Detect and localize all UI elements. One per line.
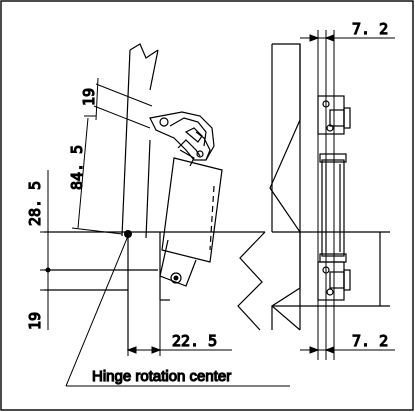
dim-arm-height <box>93 77 153 129</box>
hinge-body <box>159 149 223 287</box>
dim-center-offset <box>126 300 232 356</box>
mounting-screw <box>170 272 182 284</box>
hinge-plate-upper <box>317 95 351 135</box>
door-panel <box>121 43 159 239</box>
rotation-center-point <box>124 230 132 238</box>
caption-leader <box>65 235 290 387</box>
label-arm-length: 84. 5 <box>68 145 86 190</box>
dim-arm-length <box>71 115 123 235</box>
hinge-body-front <box>319 153 347 263</box>
label-top-right: 7. 2 <box>352 20 388 38</box>
hinge-plate-lower <box>317 261 351 301</box>
label-center-above: 28. 5 <box>26 181 44 226</box>
dim-vertical-left <box>40 170 56 330</box>
cabinet-panel-left <box>44 231 266 350</box>
hinge-arm <box>149 111 215 161</box>
label-arm-height: 19 <box>80 88 98 106</box>
caption-hinge-rotation-center: Hinge rotation center <box>92 368 231 385</box>
cabinet-panel-right <box>269 43 390 331</box>
label-bottom-right: 7. 2 <box>352 332 388 350</box>
dim-bottom-right <box>300 346 395 354</box>
label-center-offset: 22. 5 <box>172 332 217 350</box>
label-center-below: 19 <box>26 312 44 330</box>
dim-top-right <box>300 34 395 42</box>
